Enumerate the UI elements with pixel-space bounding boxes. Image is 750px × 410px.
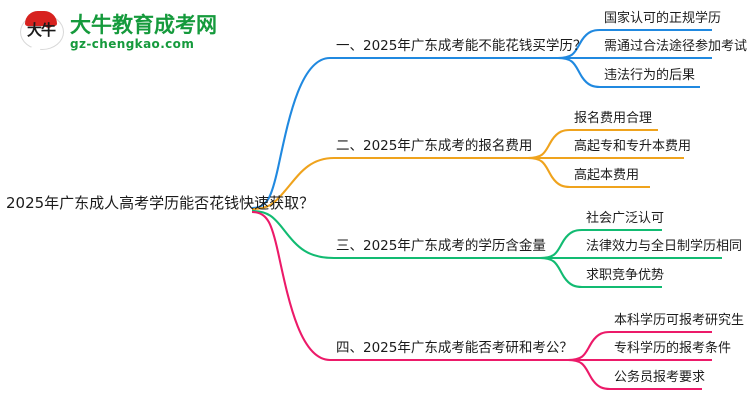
mindmap-branch-1-leaf-1[interactable]: 国家认可的正规学历 (604, 11, 722, 26)
mindmap-branch-4-leaf-1[interactable]: 本科学历可报考研究生 (614, 313, 745, 328)
red-dot-shape (44, 19, 53, 28)
mindmap-branch-3-leaf-1[interactable]: 社会广泛认可 (586, 211, 665, 226)
mindmap-branch-2-leaf-3[interactable]: 高起本费用 (574, 168, 640, 183)
mindmap-branch-3-label[interactable]: 三、2025年广东成考的学历含金量 (336, 238, 546, 254)
mindmap-branch-3-leaf-2[interactable]: 法律效力与全日制学历相同 (586, 239, 743, 254)
branch-4-spine (251, 210, 568, 362)
logo-subtitle: gz-chengkao.com (70, 36, 195, 51)
mindmap-branch-2-label[interactable]: 二、2025年广东成考的报名费用 (336, 138, 533, 154)
mindmap-root-node[interactable]: 2025年广东成人高考学历能否花钱快速获取？ (6, 194, 315, 212)
mindmap-branch-1-label[interactable]: 一、2025年广东成考能不能花钱买学历？ (336, 38, 587, 54)
logo-badge-icon: 大牛 (18, 10, 64, 55)
mindmap-branch-3-leaf-3[interactable]: 求职竞争优势 (586, 268, 665, 283)
mindmap-branch-4-label[interactable]: 四、2025年广东成考能否考研和考公？ (336, 340, 573, 356)
mindmap-branch-2-leaf-1[interactable]: 报名费用合理 (574, 111, 653, 126)
mindmap-branch-1-leaf-3[interactable]: 违法行为的后果 (604, 68, 696, 83)
logo-title: 大牛教育成考网 (70, 12, 217, 37)
mindmap-branch-2-leaf-2[interactable]: 高起专和专升本费用 (574, 139, 692, 154)
branch-1-spine (251, 56, 558, 210)
mindmap-branch-4-leaf-2[interactable]: 专科学历的报考条件 (614, 341, 732, 356)
logo-mark-text: 大牛 (26, 21, 56, 39)
site-logo: 大牛 大牛教育成考网 gz-chengkao.com (18, 6, 218, 58)
mindmap-branch-1-leaf-2[interactable]: 需通过合法途径参加考试 (604, 39, 748, 54)
logo-wordmark: 大牛教育成考网 gz-chengkao.com (70, 13, 217, 52)
mindmap-branch-4-leaf-3[interactable]: 公务员报考要求 (614, 370, 706, 385)
